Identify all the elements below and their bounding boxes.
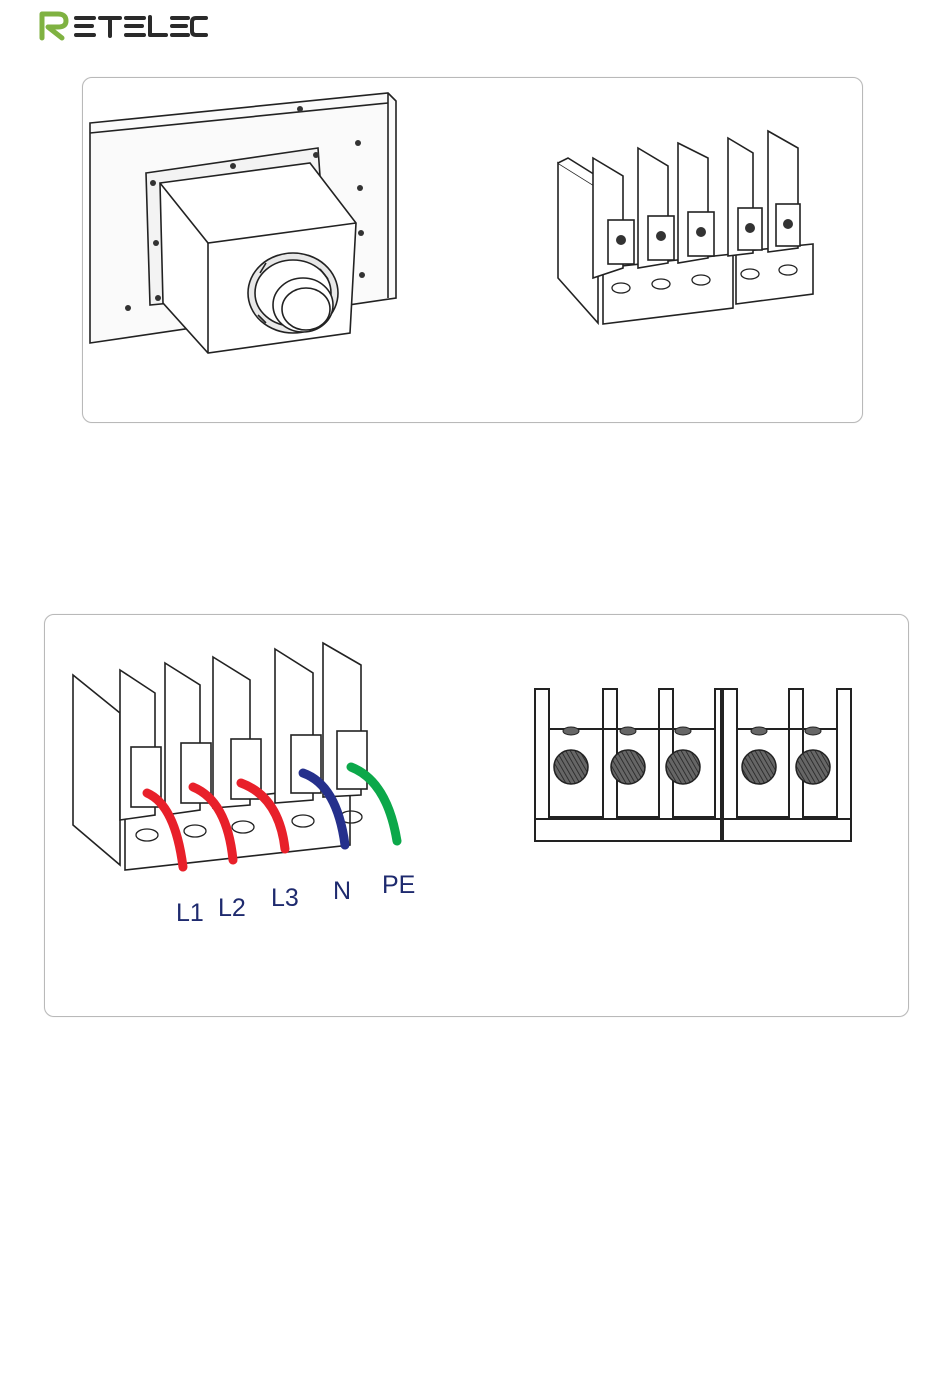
wire-label-l1: L1 xyxy=(176,901,204,926)
wired-terminal-block-drawing xyxy=(65,635,405,905)
wire-label-l3: L3 xyxy=(271,886,299,911)
retelec-logo xyxy=(38,8,208,42)
wire-label-n: N xyxy=(333,879,351,904)
wire-label-pe: PE xyxy=(382,873,415,898)
terminal-block-drawing xyxy=(548,128,838,328)
figure-top-panel xyxy=(82,77,863,423)
wire-label-l2: L2 xyxy=(218,896,246,921)
figure-bottom-panel: L1 L2 L3 N PE xyxy=(44,614,909,1017)
enclosure-cable-gland-drawing xyxy=(88,83,418,413)
terminal-block-front-view xyxy=(533,687,853,847)
